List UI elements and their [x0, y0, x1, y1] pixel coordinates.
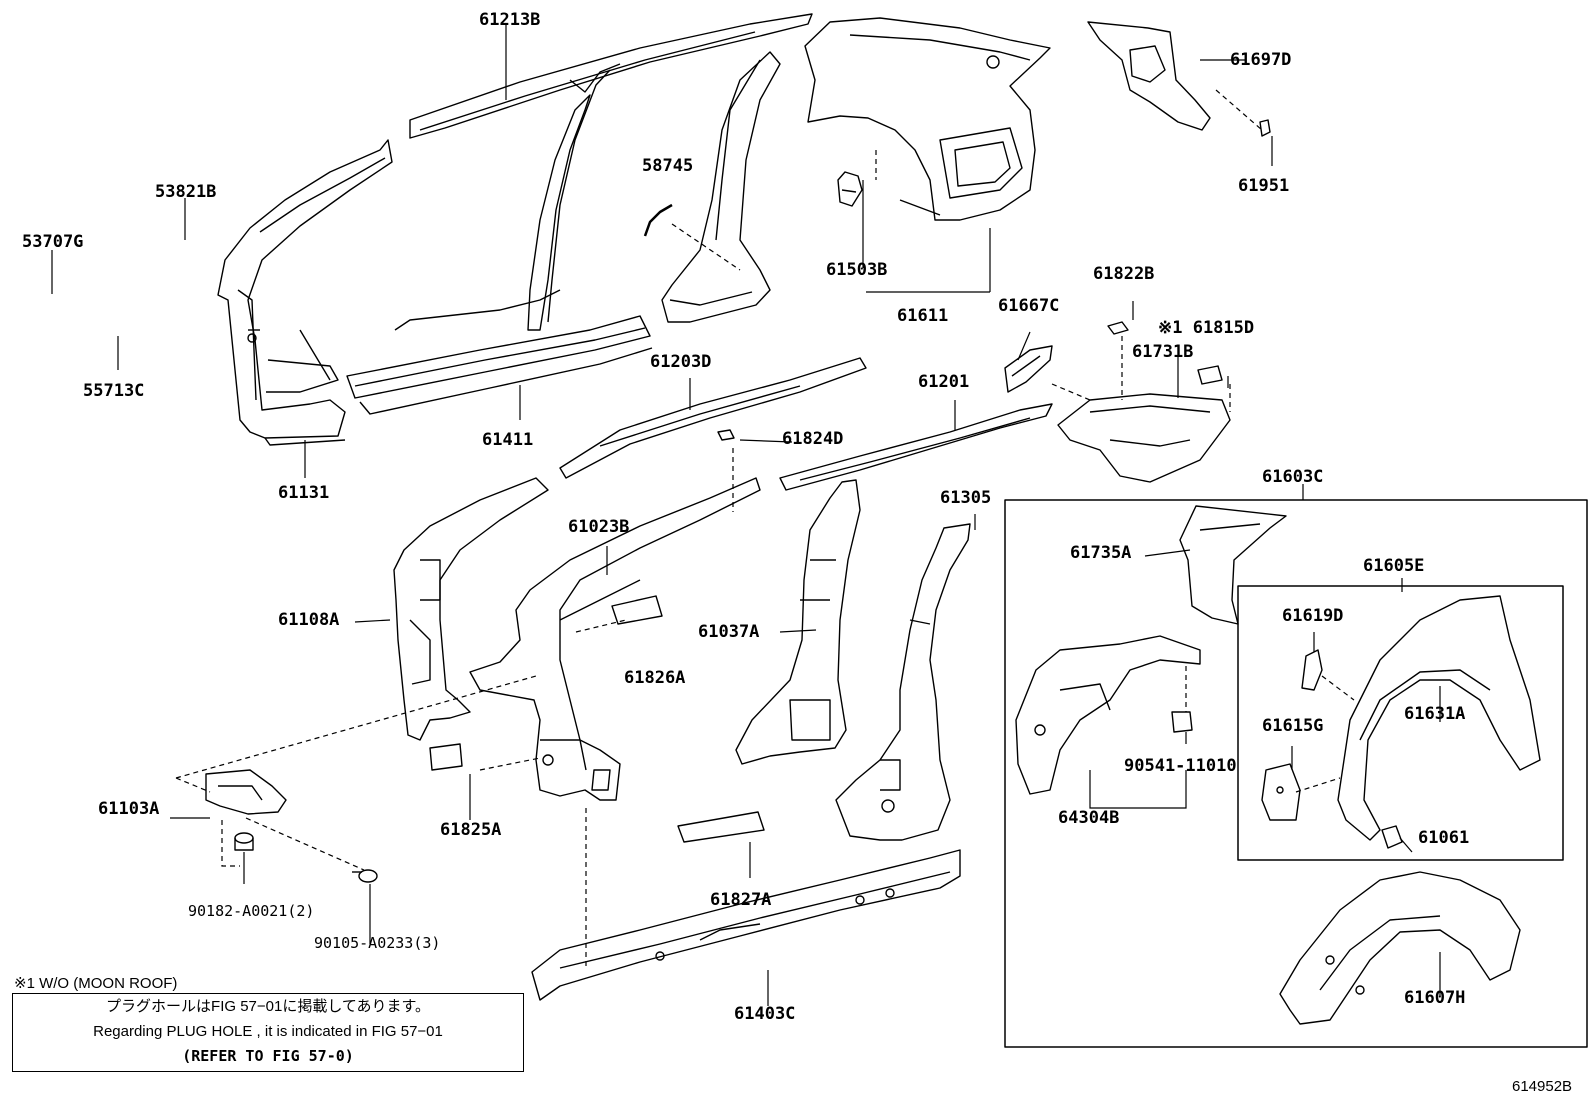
notice-english-line: Regarding PLUG HOLE , it is indicated in…	[93, 1023, 443, 1040]
clip-61951	[1259, 119, 1271, 137]
part-label-61213b: 61213B	[479, 10, 541, 30]
part-label-90182-a0021: 90182-A0021(2)	[188, 902, 315, 920]
roof-rail-part	[409, 13, 813, 139]
part-label-61611: 61611	[897, 306, 949, 326]
part-label-61667c: 61667C	[998, 296, 1060, 316]
quarter-inner-61731b	[1057, 393, 1231, 483]
center-pillar-inner-61023b	[469, 477, 761, 801]
pad-61824d	[717, 429, 735, 441]
part-label-61037a: 61037A	[698, 622, 760, 642]
rocker-panel	[346, 315, 653, 415]
bracket-61619d	[1301, 649, 1323, 691]
weatherstrip-part	[643, 203, 673, 237]
bracket-61103a	[205, 769, 287, 815]
wheelhouse-outer-61631a	[1337, 595, 1541, 841]
part-label-61825a: 61825A	[440, 820, 502, 840]
wheelhouse-61607h	[1279, 871, 1521, 1025]
pad-61822b	[1107, 321, 1129, 335]
quarter-panel	[804, 17, 1051, 221]
part-label-61951: 61951	[1238, 176, 1290, 196]
part-label-61108a: 61108A	[278, 610, 340, 630]
part-label-61619d: 61619D	[1282, 606, 1344, 626]
part-label-61615g: 61615G	[1262, 716, 1324, 736]
pad-61825a	[429, 743, 463, 771]
pad-61827a	[677, 811, 765, 843]
part-label-61023b: 61023B	[568, 517, 630, 537]
center-pillar-61037a	[735, 479, 861, 765]
plug-hole-notice: プラグホールはFIG 57−01に掲載してあります。 Regarding PLU…	[12, 993, 524, 1072]
wheelhouse-64304b	[1015, 635, 1201, 795]
part-label-61061: 61061	[1418, 828, 1470, 848]
bracket-61503b	[837, 171, 863, 207]
part-label-53707g: 53707G	[22, 232, 84, 252]
part-label-61735a: 61735A	[1070, 543, 1132, 563]
part-label-64304b: 64304B	[1058, 808, 1120, 828]
part-label-61824d: 61824D	[782, 429, 844, 449]
part-label-61815d: ※1 61815D	[1158, 318, 1255, 338]
part-label-61411: 61411	[482, 430, 534, 450]
part-label-61131: 61131	[278, 483, 330, 503]
front-pillar-inner-61108a	[393, 477, 549, 741]
part-label-61607h: 61607H	[1404, 988, 1466, 1008]
part-label-61103a: 61103A	[98, 799, 160, 819]
group-box-61603c	[1004, 499, 1588, 1048]
part-label-61826a: 61826A	[624, 668, 686, 688]
part-label-90541-11010: 90541-11010	[1124, 756, 1237, 776]
notice-reference-line: (REFER TO FIG 57-0)	[182, 1047, 354, 1065]
part-label-61503b: 61503B	[826, 260, 888, 280]
rear-door-frame	[661, 51, 781, 323]
part-label-61697d: 61697D	[1230, 50, 1292, 70]
quarter-pillar-61305	[835, 523, 971, 841]
part-label-61605e: 61605E	[1363, 556, 1425, 576]
pad-61815d	[1197, 365, 1223, 385]
gusset-61697d	[1087, 21, 1211, 131]
part-label-61201: 61201	[918, 372, 970, 392]
panel-61735a	[1179, 505, 1287, 625]
center-pillar-outer	[299, 69, 611, 381]
part-label-61203d: 61203D	[650, 352, 712, 372]
clip-90541	[1171, 711, 1193, 733]
part-label-90105-a0233: 90105-A0233(3)	[314, 934, 441, 952]
roof-inner-61201	[779, 403, 1053, 491]
part-label-61603c: 61603C	[1262, 467, 1324, 487]
part-label-61305: 61305	[940, 488, 992, 508]
diagram-id: 614952B	[1512, 1078, 1573, 1095]
clip-61061	[1381, 825, 1403, 849]
group-box-61605e	[1237, 585, 1564, 861]
roof-inner-61203d	[559, 357, 867, 479]
part-label-61731b: 61731B	[1132, 342, 1194, 362]
leader-lines	[51, 24, 1441, 1006]
notice-japanese-line: プラグホールはFIG 57−01に掲載してあります。	[106, 998, 430, 1015]
part-label-61631a: 61631A	[1404, 704, 1466, 724]
part-label-55713c: 55713C	[83, 381, 145, 401]
bracket-61667c	[1004, 345, 1053, 393]
rocker-inner-61403c	[531, 849, 961, 1001]
front-pillar-frame	[217, 139, 393, 446]
bolt-90105	[352, 869, 378, 883]
part-label-61822b: 61822B	[1093, 264, 1155, 284]
dashed-lines	[175, 89, 1355, 970]
bolt-90182	[234, 832, 254, 851]
part-label-58745: 58745	[642, 156, 694, 176]
part-label-53821b: 53821B	[155, 182, 217, 202]
part-label-61827a: 61827A	[710, 890, 772, 910]
pad-61826a	[611, 595, 663, 625]
bracket-61615g	[1261, 763, 1301, 821]
part-label-61403c: 61403C	[734, 1004, 796, 1024]
moon-roof-footnote: ※1 W/O (MOON ROOF)	[14, 975, 178, 992]
